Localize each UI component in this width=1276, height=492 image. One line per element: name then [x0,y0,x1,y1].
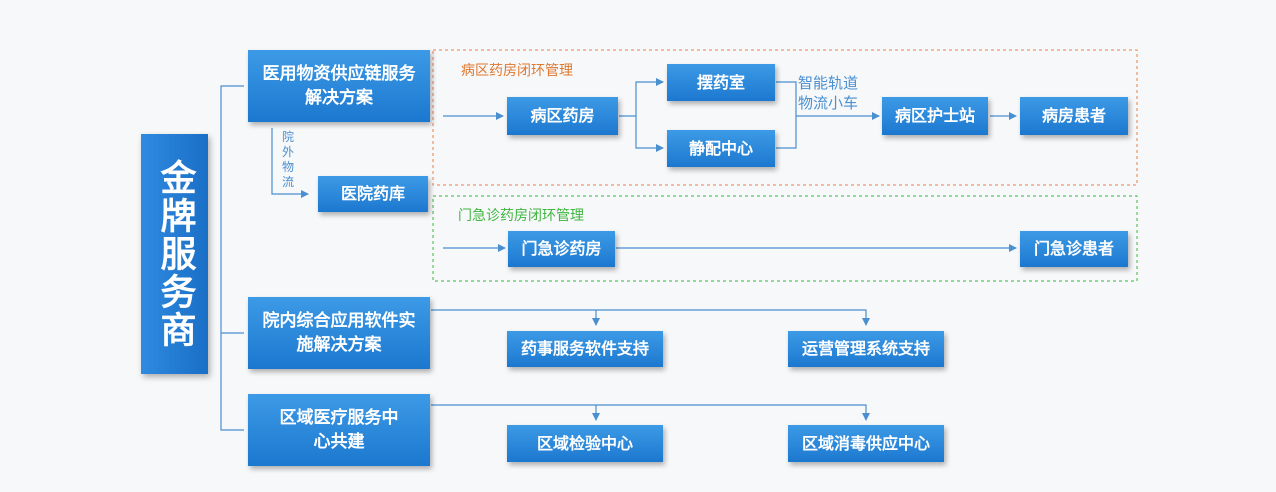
ward-group-title: 病区药房闭环管理 [461,63,573,79]
regional-sterilization-center-box[interactable]: 区域消毒供应中心 [788,425,944,462]
outpatient-pharmacy-box[interactable]: 门急诊药房 [508,231,615,267]
outpatient-group-frame [432,195,1138,282]
track-logistics-label: 智能轨道物流小车 [798,74,859,112]
regional-label: 区域医疗服务中心共建 [279,408,399,452]
logistics-label: 院外物流 [281,130,294,189]
outpatient-patient-box[interactable]: 门急诊患者 [1020,231,1128,267]
software-label: 院内综合应用软件实施解决方案 [262,311,416,355]
outpatient-group-title: 门急诊药房闭环管理 [458,208,584,224]
main-title: 金牌服务商 [141,134,208,374]
nurse-station-box[interactable]: 病区护士站 [882,97,988,135]
pharmacy-software-support-box[interactable]: 药事服务软件支持 [507,331,663,367]
ward-patient-box[interactable]: 病房患者 [1020,97,1128,135]
dispensing-room-box[interactable]: 摆药室 [667,64,775,101]
hospital-warehouse-box[interactable]: 医院药库 [318,176,428,212]
regional-lab-center-box[interactable]: 区域检验中心 [507,425,663,462]
ward-group-frame [432,49,1138,186]
main-bracket [220,85,244,431]
operations-system-support-box[interactable]: 运营管理系统支持 [788,331,944,367]
supply-chain-solution-box[interactable]: 医用物资供应链服务解决方案 [248,50,430,122]
iv-center-box[interactable]: 静配中心 [667,130,775,167]
ward-pharmacy-box[interactable]: 病区药房 [507,97,618,135]
supply-chain-label: 医用物资供应链服务解决方案 [262,64,416,108]
software-solution-box[interactable]: 院内综合应用软件实施解决方案 [248,297,430,369]
regional-solution-box[interactable]: 区域医疗服务中心共建 [248,394,430,466]
